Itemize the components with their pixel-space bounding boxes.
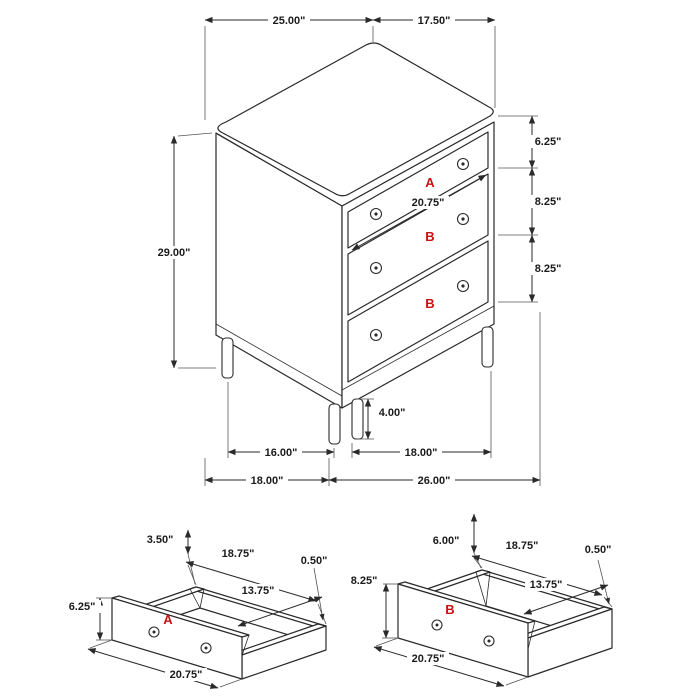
dim-a-interior-width: 18.75" (222, 548, 255, 560)
drawer-b-dimensions: 6.00" 18.75" 0.50" 8.25" 13.75" (345, 513, 617, 687)
chest-top-face (217, 42, 494, 197)
dim-a-overall-width: 20.75" (170, 669, 203, 681)
dim-base-width: 26.00" (418, 475, 451, 487)
chest-drawer-a-label: A (425, 175, 435, 190)
chest-drawer-b2-front (347, 240, 489, 383)
chest-drawing: A B B 25.00" 17.50" 29.00" (153, 14, 567, 487)
drawer-b2-knobs (369, 279, 470, 342)
drawer-a-dimensions: 3.50" 18.75" 0.50" 6.25" 13.75" (63, 529, 333, 689)
chest-top-thickness-edge (216, 121, 495, 207)
dim-b-wall-thickness: 0.50" (585, 544, 612, 556)
dim-drawer-b1-height: 8.25" (535, 196, 562, 208)
dim-top-depth: 17.50" (418, 15, 451, 27)
drawer-a-label: A (163, 612, 173, 627)
dim-a-wall-thickness: 0.50" (301, 555, 328, 567)
drawer-a-front-panel (111, 597, 243, 680)
dim-a-side-height: 3.50" (147, 534, 174, 546)
dim-a-front-height: 6.25" (69, 601, 96, 613)
chest-leg-front-right (481, 326, 494, 368)
drawer-b-label: B (445, 602, 454, 617)
dim-overall-height: 29.00" (158, 247, 191, 259)
dim-leg-height: 4.00" (379, 407, 406, 419)
chest-drawer-b1-label: B (425, 229, 434, 244)
drawer-a-drawing: A 3.50" 18.75" 0.50" 6.25" (63, 529, 333, 689)
dim-b-interior-width: 18.75" (506, 540, 539, 552)
dim-b-side-height: 6.00" (433, 535, 460, 547)
chest-leg-front-left (351, 398, 364, 440)
chest-leg-front-corner (328, 403, 341, 445)
chest-leg-back-left (221, 337, 234, 379)
drawer-b-drawing: B 6.00" 18.75" 0.50" 8.25" (345, 513, 617, 687)
dim-drawer-b2-height: 8.25" (535, 263, 562, 275)
chest-front-base-rail (341, 305, 495, 391)
dim-drawer-front-width: 20.75" (412, 197, 445, 209)
chest-side-base-rail (215, 323, 343, 397)
dim-a-interior-depth: 13.75" (242, 585, 275, 597)
dim-drawer-a-height: 6.25" (535, 136, 562, 148)
dim-b-front-height: 8.25" (351, 575, 378, 587)
chest-body: A B B (215, 42, 495, 445)
dim-leg-span-side: 16.00" (265, 447, 298, 459)
dim-leg-span-front: 18.00" (405, 447, 438, 459)
dim-top-width: 25.00" (273, 15, 306, 27)
dim-b-interior-depth: 13.75" (530, 579, 563, 591)
dim-b-overall-width: 20.75" (412, 653, 445, 665)
drawer-a-body: A (111, 586, 327, 680)
dim-base-depth: 18.00" (251, 475, 284, 487)
chest-drawer-b2-label: B (425, 296, 434, 311)
chest-dimensions: 25.00" 17.50" 29.00" 6.25" 8.25" 8.25" (153, 14, 567, 487)
